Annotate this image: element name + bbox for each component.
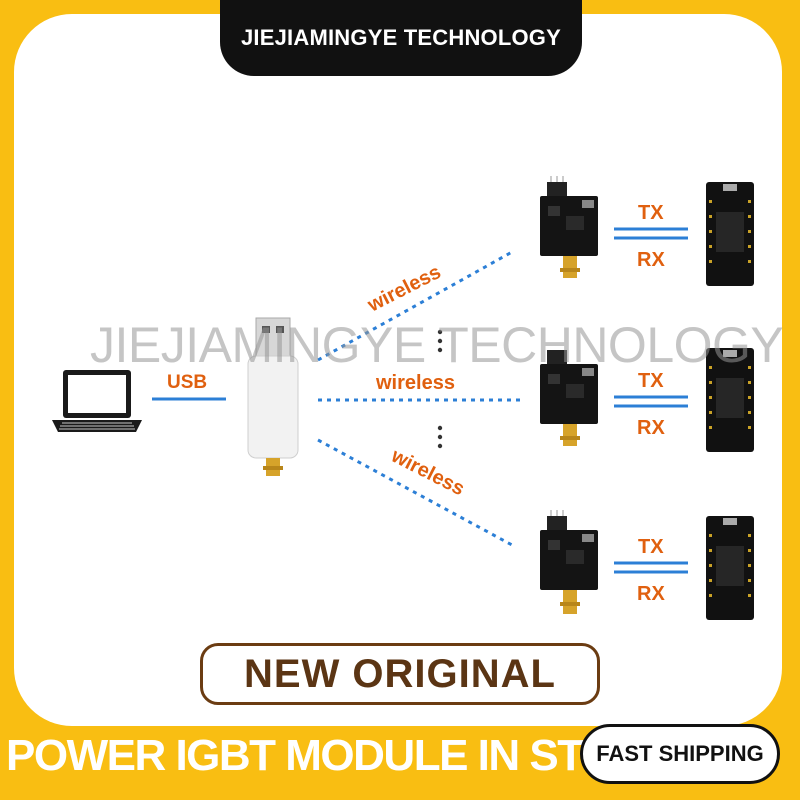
mcu-board-icon [706, 516, 754, 620]
rf-module-icon [540, 176, 598, 278]
content-card [14, 14, 782, 726]
wireless-label-3: wireless [387, 444, 468, 500]
rx-label-3: RX [637, 583, 665, 605]
tx-label-2: TX [638, 370, 664, 392]
wireless-label-1: wireless [363, 261, 444, 317]
fast-shipping-badge: FAST SHIPPING [580, 724, 780, 784]
stock-text: POWER IGBT MODULE IN STOCK [6, 731, 677, 780]
rf-module-icon [540, 350, 598, 446]
wireless-label-2: wireless [375, 372, 455, 394]
wireless-line-1 [317, 250, 513, 362]
laptop-icon [52, 370, 142, 432]
tx-label-3: TX [638, 536, 664, 558]
usb-label: USB [167, 372, 207, 393]
new-original-banner: NEW ORIGINAL [200, 643, 600, 705]
wireless-line-3 [317, 438, 513, 547]
rf-module-icon [540, 510, 598, 614]
tx-label-1: TX [638, 202, 664, 224]
rx-label-1: RX [637, 249, 665, 271]
mcu-board-icon [706, 348, 754, 452]
ellipsis-dots [437, 329, 443, 449]
watermark-text: JIEJIAMINGYE TECHNOLOGY [90, 317, 784, 373]
brand-banner: JIEJIAMINGYE TECHNOLOGY [220, 0, 582, 76]
rx-label-2: RX [637, 417, 665, 439]
usb-dongle-icon [247, 317, 299, 476]
mcu-board-icon [706, 182, 754, 286]
